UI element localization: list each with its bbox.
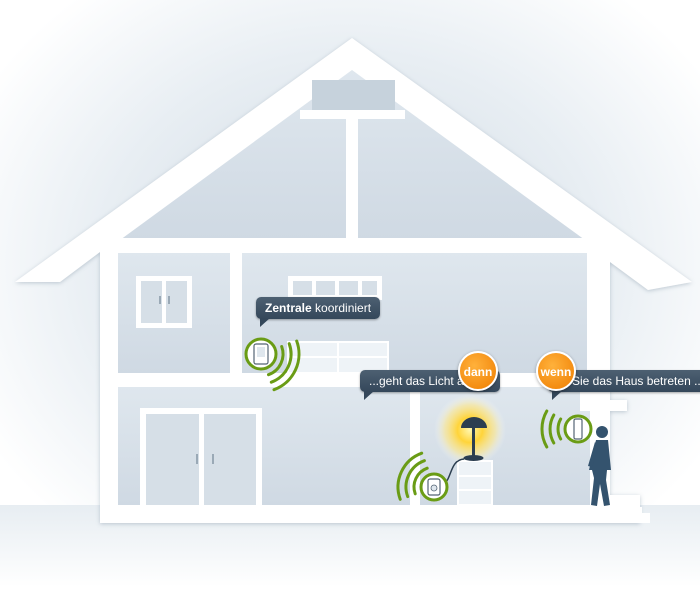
dann-badge: dann [458,351,498,391]
lamp-glow [434,394,506,466]
central-unit-icon [244,337,278,371]
zentrale-bubble: Zentrale koordiniert [256,297,381,327]
entrance-steps [612,501,650,523]
dann-text: dann [463,365,493,379]
sensor-wave-arc [556,417,563,441]
door-sensor-icon [563,414,593,444]
wenn-text: wenn [540,365,572,379]
middle-floor-beam [100,373,610,387]
nightstand [457,460,493,506]
upper-right-window [288,276,382,300]
central-wave-arc [267,345,285,377]
plug-wave-arc [396,451,424,501]
attic-window [312,80,395,112]
plug-wave-arc [412,466,429,496]
sensor-wave-arc [540,409,549,449]
zentrale-rest-text: koordiniert [311,301,372,315]
person-icon [588,426,611,506]
plug-wave-arc [404,459,426,499]
central-wave-arc [272,339,301,392]
attic-divider [346,112,358,240]
plug-actuator-icon [419,472,449,502]
betreten-text: Sie das Haus betreten ... [572,374,700,388]
patio-door [140,408,262,505]
central-wave-arc [269,342,293,384]
betreten-bubble: Sie das Haus betreten ... [548,370,700,400]
sensor-wave-arc [548,413,556,445]
licht-text: ...geht das Licht an [369,374,471,388]
wenn-badge: wenn [536,351,576,391]
zentrale-bold-text: Zentrale [265,301,312,315]
upper-floor-beam [100,238,610,253]
sideboard [287,341,389,374]
signal-wave-icon [267,339,563,501]
upper-left-window [136,276,192,328]
